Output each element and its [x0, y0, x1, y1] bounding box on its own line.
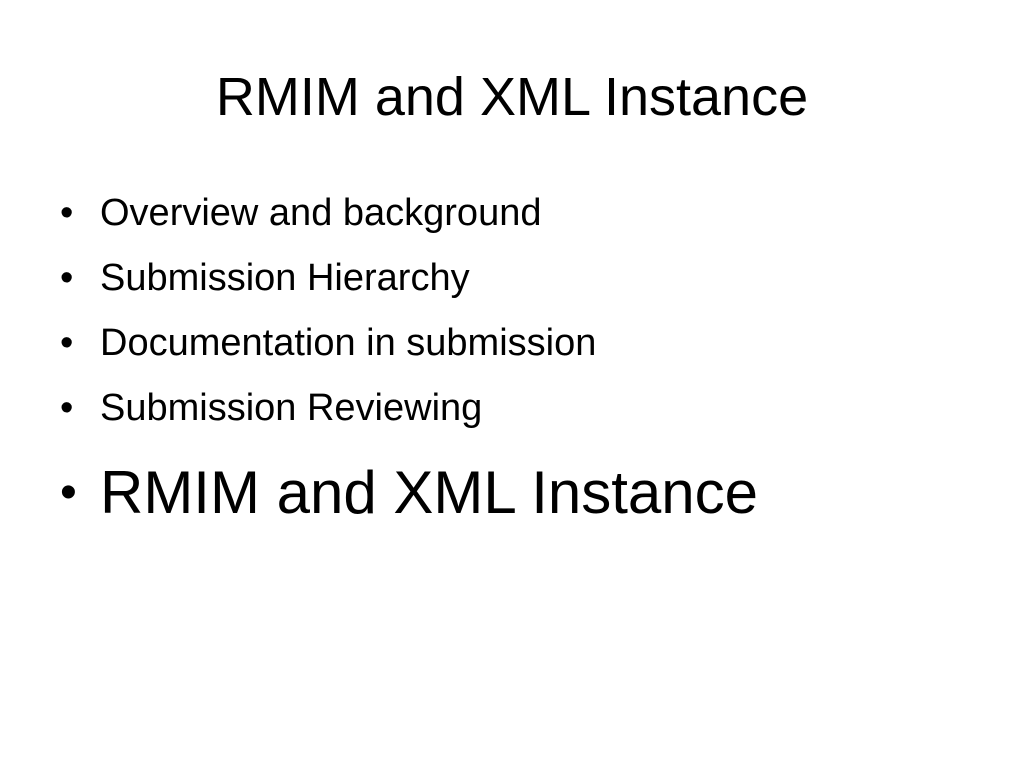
bullet-item-documentation: • Documentation in submission	[60, 318, 758, 383]
bullet-icon: •	[60, 466, 77, 519]
bullet-text: Overview and background	[100, 192, 542, 234]
slide-title: RMIM and XML Instance	[215, 67, 809, 127]
bullet-icon: •	[60, 192, 74, 234]
bullet-item-rmim-current: • RMIM and XML Instance	[60, 448, 758, 538]
bullet-text: RMIM and XML Instance	[100, 459, 759, 526]
bullet-text: Submission Reviewing	[100, 387, 483, 429]
bullet-item-submission-hierarchy: • Submission Hierarchy	[60, 253, 758, 318]
bullet-text: Submission Hierarchy	[100, 257, 470, 299]
bullet-item-submission-reviewing: • Submission Reviewing	[60, 383, 758, 448]
bullet-text: Documentation in submission	[100, 322, 597, 364]
bullet-list: • Overview and background • Submission H…	[60, 188, 758, 538]
bullet-icon: •	[60, 322, 74, 364]
bullet-item-overview: • Overview and background	[60, 188, 758, 253]
bullet-icon: •	[60, 387, 74, 429]
bullet-icon: •	[60, 257, 74, 299]
